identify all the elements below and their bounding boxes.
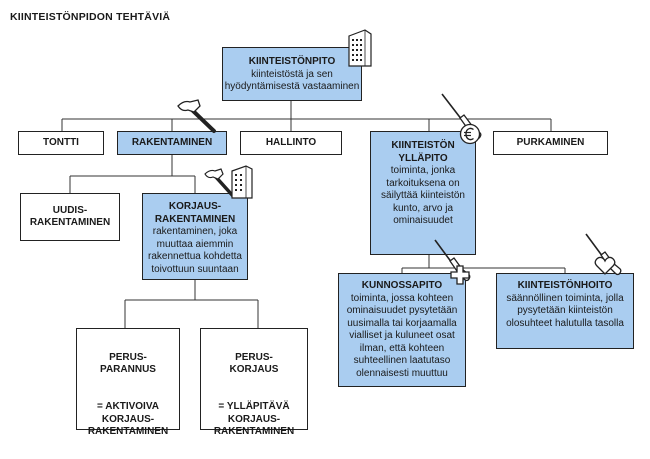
box-hallinto: HALLINTO <box>240 131 342 155</box>
box-kunnossapito-label: KUNNOSSAPITO <box>361 280 443 291</box>
box-perusparannus-desc: = AKTIVOIVA KORJAUS- RAKENTAMINEN <box>87 401 169 437</box>
box-rakentaminen: RAKENTAMINEN <box>117 131 227 155</box>
hammer-icon <box>177 99 216 133</box>
box-kunnossapito: KUNNOSSAPITO toiminta, jossa kohteen omi… <box>338 273 466 387</box>
box-kiinteistonhoito: KIINTEISTÖNHOITO säännöllinen toiminta, … <box>496 273 634 349</box>
box-hoito-desc: säännöllinen toiminta, jolla pysytetään … <box>506 292 624 329</box>
hammer-icon <box>204 168 235 198</box>
box-rakentaminen-label: RAKENTAMINEN <box>131 136 213 148</box>
box-uudisrakentaminen: UUDIS- RAKENTAMINEN <box>20 193 120 241</box>
box-purkaminen-label: PURKAMINEN <box>516 136 585 148</box>
box-korjaus-desc: rakentaminen, joka muuttaa aiemmin raken… <box>148 226 242 275</box>
box-korjaus-label: KORJAUS- RAKENTAMINEN <box>154 201 236 225</box>
heart-icon <box>594 256 616 275</box>
box-uudis-label: UUDIS- RAKENTAMINEN <box>29 204 111 229</box>
box-tontti: TONTTI <box>18 131 104 155</box>
box-perusparannus-label: PERUS- PARANNUS <box>100 351 156 376</box>
box-kunnossapito-desc: toiminta, jossa kohteen ominaisuudet pys… <box>346 292 458 379</box>
box-yllapito-desc: toiminta, jonka tarkoituksena on säilytt… <box>381 165 465 226</box>
box-yllapito-label: KIINTEISTÖN YLLÄPITO <box>391 140 455 164</box>
box-tontti-label: TONTTI <box>43 136 79 148</box>
plus-icon <box>450 265 470 285</box>
box-hallinto-label: HALLINTO <box>265 136 317 148</box>
box-kiinteiston-yllapito: KIINTEISTÖN YLLÄPITO toiminta, jonka tar… <box>370 131 476 255</box>
box-perusparannus: PERUS- PARANNUS = AKTIVOIVA KORJAUS- RAK… <box>76 328 180 437</box>
euro-icon <box>459 123 481 145</box>
box-kiinteistonpito-desc: kiinteistöstä ja sen hyödyntämisestä vas… <box>224 68 360 93</box>
box-peruskorjaus-label: PERUS- KORJAUS <box>229 351 279 376</box>
box-purkaminen: PURKAMINEN <box>493 131 608 155</box>
building-icon <box>231 165 253 199</box>
box-korjausrakentaminen: KORJAUS- RAKENTAMINEN rakentaminen, joka… <box>142 193 248 280</box>
box-peruskorjaus-desc: = YLLÄPITÄVÄ KORJAUS- RAKENTAMINEN <box>213 401 295 437</box>
box-hoito-label: KIINTEISTÖNHOITO <box>517 280 613 291</box>
page-title: KIINTEISTÖNPIDON TEHTÄVIÄ <box>10 11 171 23</box>
box-peruskorjaus: PERUS- KORJAUS = YLLÄPITÄVÄ KORJAUS- RAK… <box>200 328 308 437</box>
building-icon <box>348 29 372 67</box>
box-kiinteistonpito: KIINTEISTÖNPITO kiinteistöstä ja sen hyö… <box>222 47 362 101</box>
box-kiinteistonpito-label: KIINTEISTÖNPITO <box>248 56 336 67</box>
